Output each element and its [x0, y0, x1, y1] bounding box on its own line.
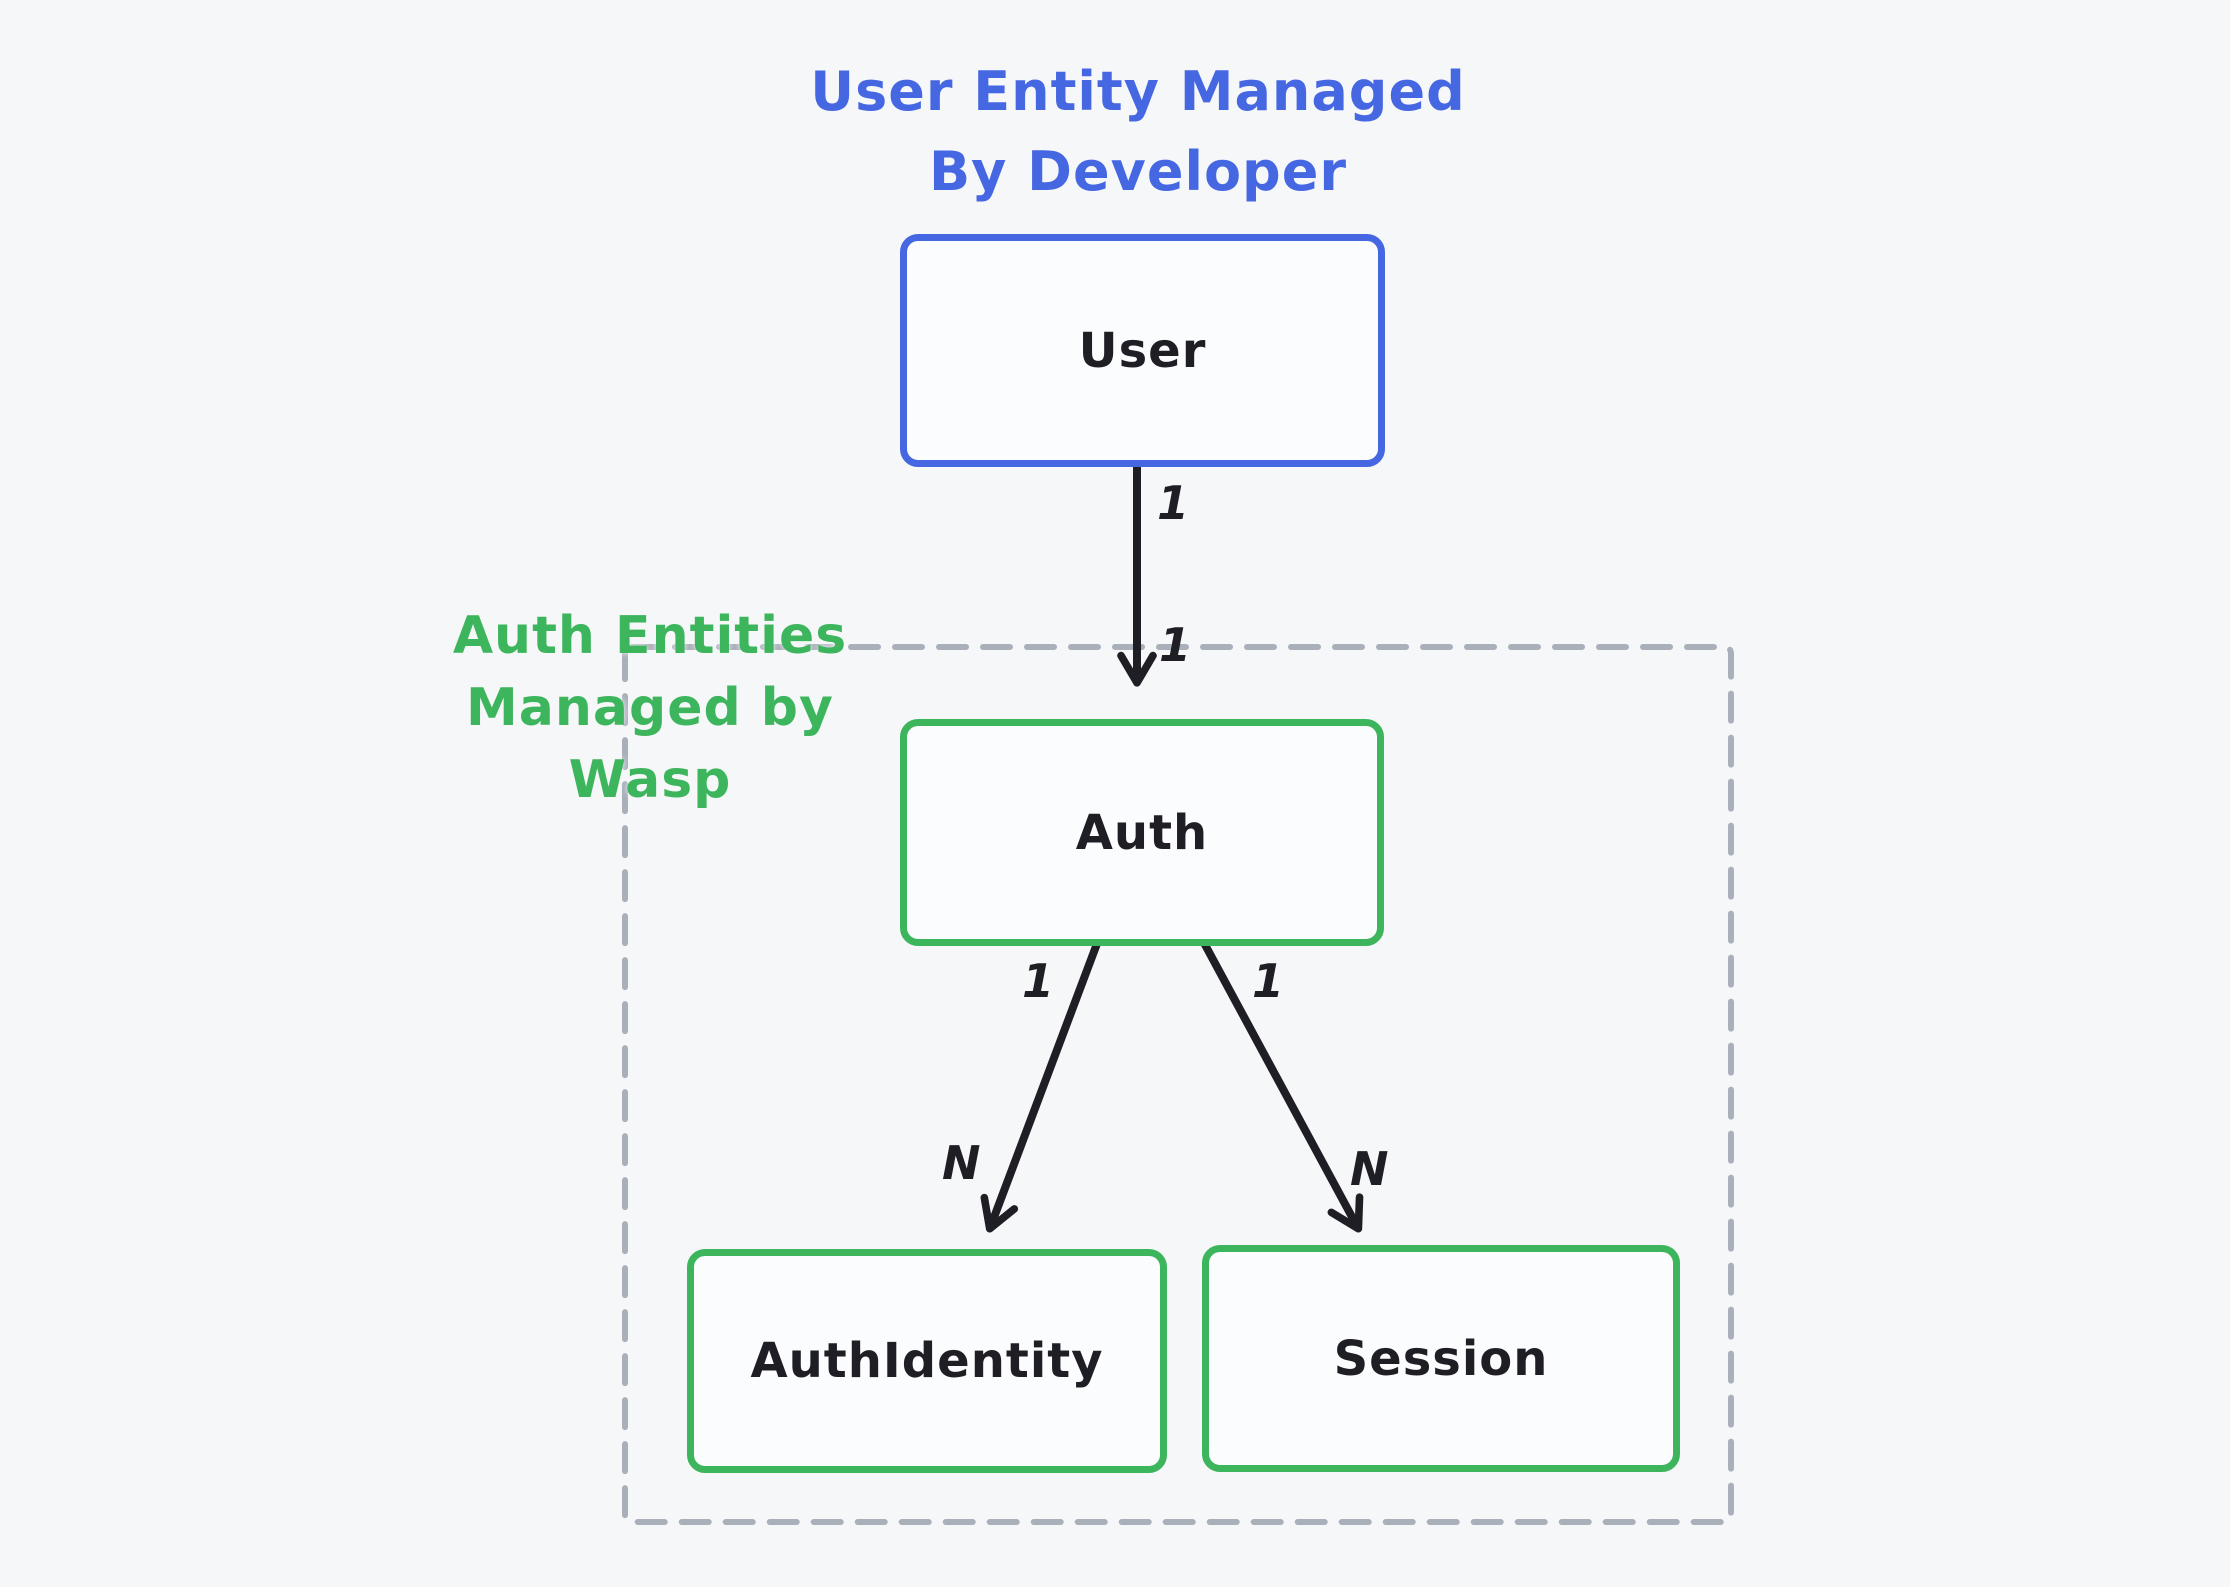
auth-entities-group-label: Auth Entities Managed by Wasp — [390, 600, 910, 816]
cardinality-auth-session-target: N — [1350, 1142, 1389, 1196]
cardinality-auth-authidentity-source: 1 — [1022, 954, 1055, 1008]
node-user: User — [900, 234, 1385, 467]
node-user-label: User — [1078, 322, 1207, 379]
node-authidentity: AuthIdentity — [687, 1249, 1167, 1473]
diagram-title-line2: By Developer — [929, 140, 1347, 203]
node-authidentity-label: AuthIdentity — [750, 1333, 1104, 1389]
diagram-title: User Entity Managed By Developer — [738, 52, 1538, 212]
auth-entities-group-label-line2: Managed by Wasp — [466, 678, 834, 810]
cardinality-auth-session-source: 1 — [1252, 954, 1285, 1008]
node-auth: Auth — [900, 719, 1384, 946]
cardinality-user-auth-target: 1 — [1159, 618, 1192, 672]
auth-entities-group-label-line1: Auth Entities — [452, 606, 848, 666]
node-session: Session — [1202, 1245, 1680, 1472]
diagram-title-line1: User Entity Managed — [810, 60, 1466, 123]
cardinality-user-auth-source: 1 — [1157, 476, 1190, 530]
node-session-label: Session — [1333, 1330, 1549, 1387]
cardinality-auth-authidentity-target: N — [942, 1136, 981, 1190]
node-auth-label: Auth — [1075, 804, 1209, 861]
